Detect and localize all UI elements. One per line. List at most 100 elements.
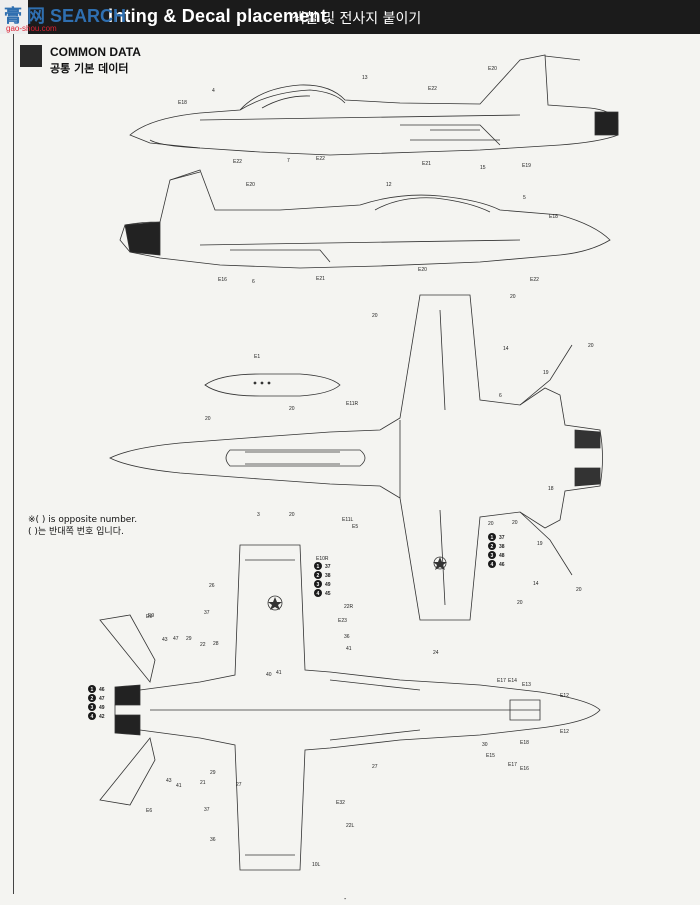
page-title-korean: 색칠 및 전사지 붙이기 [292,11,422,27]
decal-callout-label: E17 [497,678,506,684]
decal-callout-label: 47 [173,636,179,642]
decal-callout-label: E15 [486,753,495,759]
decal-callout-label: 47 [99,696,105,702]
decal-callout-label: 29 [210,770,216,776]
decal-callout-label: 36 [344,634,350,640]
section-title-korean: 공통 기본 데이터 [50,62,129,75]
decal-callout-label: E10R [316,556,329,562]
decal-callout-label: E13 [522,682,531,688]
decal-callout-label: 14 [503,346,509,352]
decal-callout-label: E9 [148,613,154,619]
decal-callout-label: 41 [176,783,182,789]
decal-callout-label: 37 [325,564,331,570]
decal-callout-label: 38 [499,544,505,550]
decal-callout-label: E23 [338,618,347,624]
decal-callout-label: 2 [491,544,494,550]
decal-callout-label: E18 [520,740,529,746]
decal-callout-label: E19 [522,163,531,169]
decal-callout-label: 3 [257,512,260,518]
section-title: COMMON DATA [50,45,141,59]
decal-callout-label: 37 [204,610,210,616]
decal-callout-label: 21 [200,780,206,786]
decal-callout-label: 46 [499,562,505,568]
decal-callout-label: E17 [508,762,517,768]
decal-callout-label: 20 [588,343,594,349]
decal-callout-label: 48 [499,553,505,559]
decal-callout-label: 20 [510,294,516,300]
decal-callout-label: 2 [317,573,320,579]
decal-callout-label: 13 [362,75,368,81]
decal-callout-label: E32 [336,800,345,806]
decal-callout-label: E20 [246,182,255,188]
decal-callout-label: 49 [325,582,331,588]
decal-callout-label: 37 [499,535,505,541]
decal-callout-label: 19 [543,370,549,376]
decal-callout-label: 45 [325,591,331,597]
decal-callout-label: E5 [352,524,358,530]
section-marker [20,45,42,67]
decal-callout-label: 22R [344,604,354,610]
decal-callout-label: E12 [560,693,569,699]
decal-callout-label: 38 [325,573,331,579]
decal-callout-label: 20 [512,520,518,526]
decal-callout-label: 3 [491,553,494,559]
decal-callout-label: 26 [209,583,215,589]
decal-callout-label: E12 [560,729,569,735]
decal-callout-label: E22 [428,86,437,92]
decal-callout-label: 12 [386,182,392,188]
decal-callout-label: 24 [433,650,439,656]
decal-callout-label: E14 [508,678,517,684]
decal-callout-label: E16 [218,277,227,283]
watermark-url: gao-shou.com [6,24,57,33]
decal-callout-label: 46 [99,687,105,693]
decal-callout-label: E18 [549,214,558,220]
label: E20 [488,66,497,72]
decal-callout-label: E9 [146,614,152,620]
decal-callout-label: 36 [210,837,216,843]
note-line-korean: ( )는 반대쪽 번호 입니다. [28,527,124,537]
decal-callout-label: E11R [346,401,359,407]
header-corner [0,0,28,34]
note-line-english: ※( ) is opposite number. [28,515,138,525]
decal-callout-label: 4 [491,562,494,568]
decal-callout-label: 3 [91,705,94,711]
decal-callout-label: 29 [186,636,192,642]
decal-callout-label: 15 [480,165,486,171]
drop-tank [204,373,341,397]
decal-callout-label: 3 [317,582,320,588]
decal-callout-label: E18 [178,100,187,106]
decal-callout-label: E1 [254,354,260,360]
decal-callout-label: 30 [482,742,488,748]
decal-callout-label: 20 [576,587,582,593]
decal-callout-label: 41 [276,670,282,676]
page-mark: - [344,896,347,903]
decal-callout-label: 20 [488,521,494,527]
decal-callout-label: 10L [312,862,321,868]
decal-callout-label: 6 [252,279,255,285]
decal-callout-label: 14 [533,581,539,587]
margin-line [13,34,14,894]
decal-callout-label: 20 [205,416,211,422]
decal-callout-label: 4 [91,714,94,720]
decal-callout-label: 6 [499,393,502,399]
decal-callout-label: E11L [342,517,354,523]
page-header: inting & Decal placement 색칠 및 전사지 붙이기 [0,0,700,34]
decal-callout-label: 4 [212,88,215,94]
decal-callout-label: 1 [317,564,320,570]
decal-callout-label: 43 [166,778,172,784]
decal-callout-label: 42 [99,714,105,720]
decal-callout-label: 22 [200,642,206,648]
decal-callout-label: 20 [289,406,295,412]
decal-callout-label: E21 [316,276,325,282]
decal-callout-label: 27 [236,782,242,788]
page-title: inting & Decal placement [108,6,327,26]
decal-callout-label: 41 [346,646,352,652]
bottom-view [99,544,601,871]
decal-callout-label: 7 [287,158,290,164]
decal-callout-label: 1 [91,687,94,693]
watermark-logo: 膏 网 SEARCH [4,6,127,26]
decal-callout-label: 2 [91,696,94,702]
